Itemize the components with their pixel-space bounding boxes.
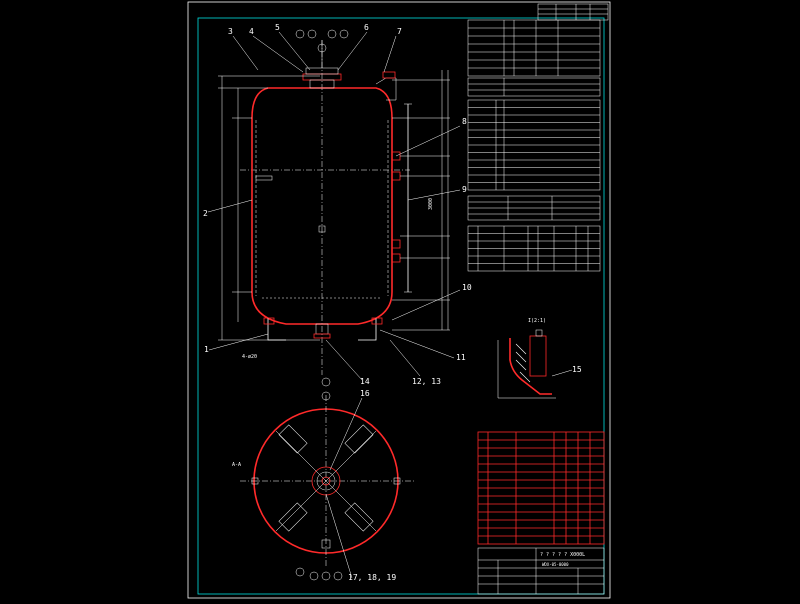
callout-5: 5 [275, 23, 280, 32]
vessel-plan-view: 16 17, 18, 19 A-A [232, 377, 414, 582]
callout-9: 9 [462, 185, 467, 194]
detail-view-label: I(2:1) [528, 318, 546, 324]
callout-11: 11 [456, 353, 466, 362]
spec-mid-border [467, 77, 601, 97]
callout-2: 2 [203, 209, 208, 218]
spec-upper-border [467, 19, 601, 77]
callout-15: 15 [572, 365, 582, 374]
sheet-inner-frame [197, 17, 605, 595]
manhole-icon [311, 466, 341, 496]
support-pad-nw [278, 424, 308, 454]
support-pad-sw [278, 502, 308, 532]
detail-view-I: I(2:1) 15 [497, 318, 582, 399]
callout-12-13: 12, 13 [412, 377, 441, 386]
support-leg-icon [263, 317, 275, 325]
support-leg-left [267, 318, 286, 341]
vessel-shell-outline [251, 87, 393, 325]
right-top-nozzle [375, 77, 397, 101]
callout-3: 3 [228, 27, 233, 36]
sheet-outer-border [187, 1, 611, 599]
callout-1: 1 [204, 345, 209, 354]
drawing-number: WDX-05-0000 [542, 562, 569, 567]
side-nozzle-lower [391, 239, 401, 249]
support-leg-right [358, 318, 377, 341]
callout-10: 10 [462, 283, 472, 292]
callout-4: 4 [249, 27, 254, 36]
callout-14: 14 [360, 377, 370, 386]
title-block: ? ? ? ? ? X000L WDX-05-0000 [477, 547, 605, 595]
callout-17-18-19: 17, 18, 19 [348, 573, 396, 582]
support-pad-se [344, 502, 374, 532]
technical-spec-table [467, 19, 601, 221]
bottom-dimension-text: 4-ø20 [242, 354, 257, 360]
support-pad-ne [344, 424, 374, 454]
detail-shell-section [509, 338, 552, 395]
drawing-title: ? ? ? ? ? X000L [540, 552, 585, 558]
callout-6: 6 [364, 23, 369, 32]
plan-view-label: A-A [232, 462, 241, 468]
callout-16: 16 [360, 389, 370, 398]
plan-nozzle-balloons [295, 377, 343, 581]
top-nozzle-balloons [295, 29, 349, 53]
bill-of-materials-table [477, 431, 605, 545]
callout-7: 7 [397, 27, 402, 36]
nozzle-schedule-table [467, 225, 601, 272]
side-nozzle-mid [391, 171, 401, 181]
top-manhole-neck [309, 79, 335, 89]
callout-8: 8 [462, 117, 467, 126]
vessel-elevation-view: 3000 3 4 5 [203, 23, 472, 386]
height-dimension-text: 3000 [428, 198, 434, 210]
